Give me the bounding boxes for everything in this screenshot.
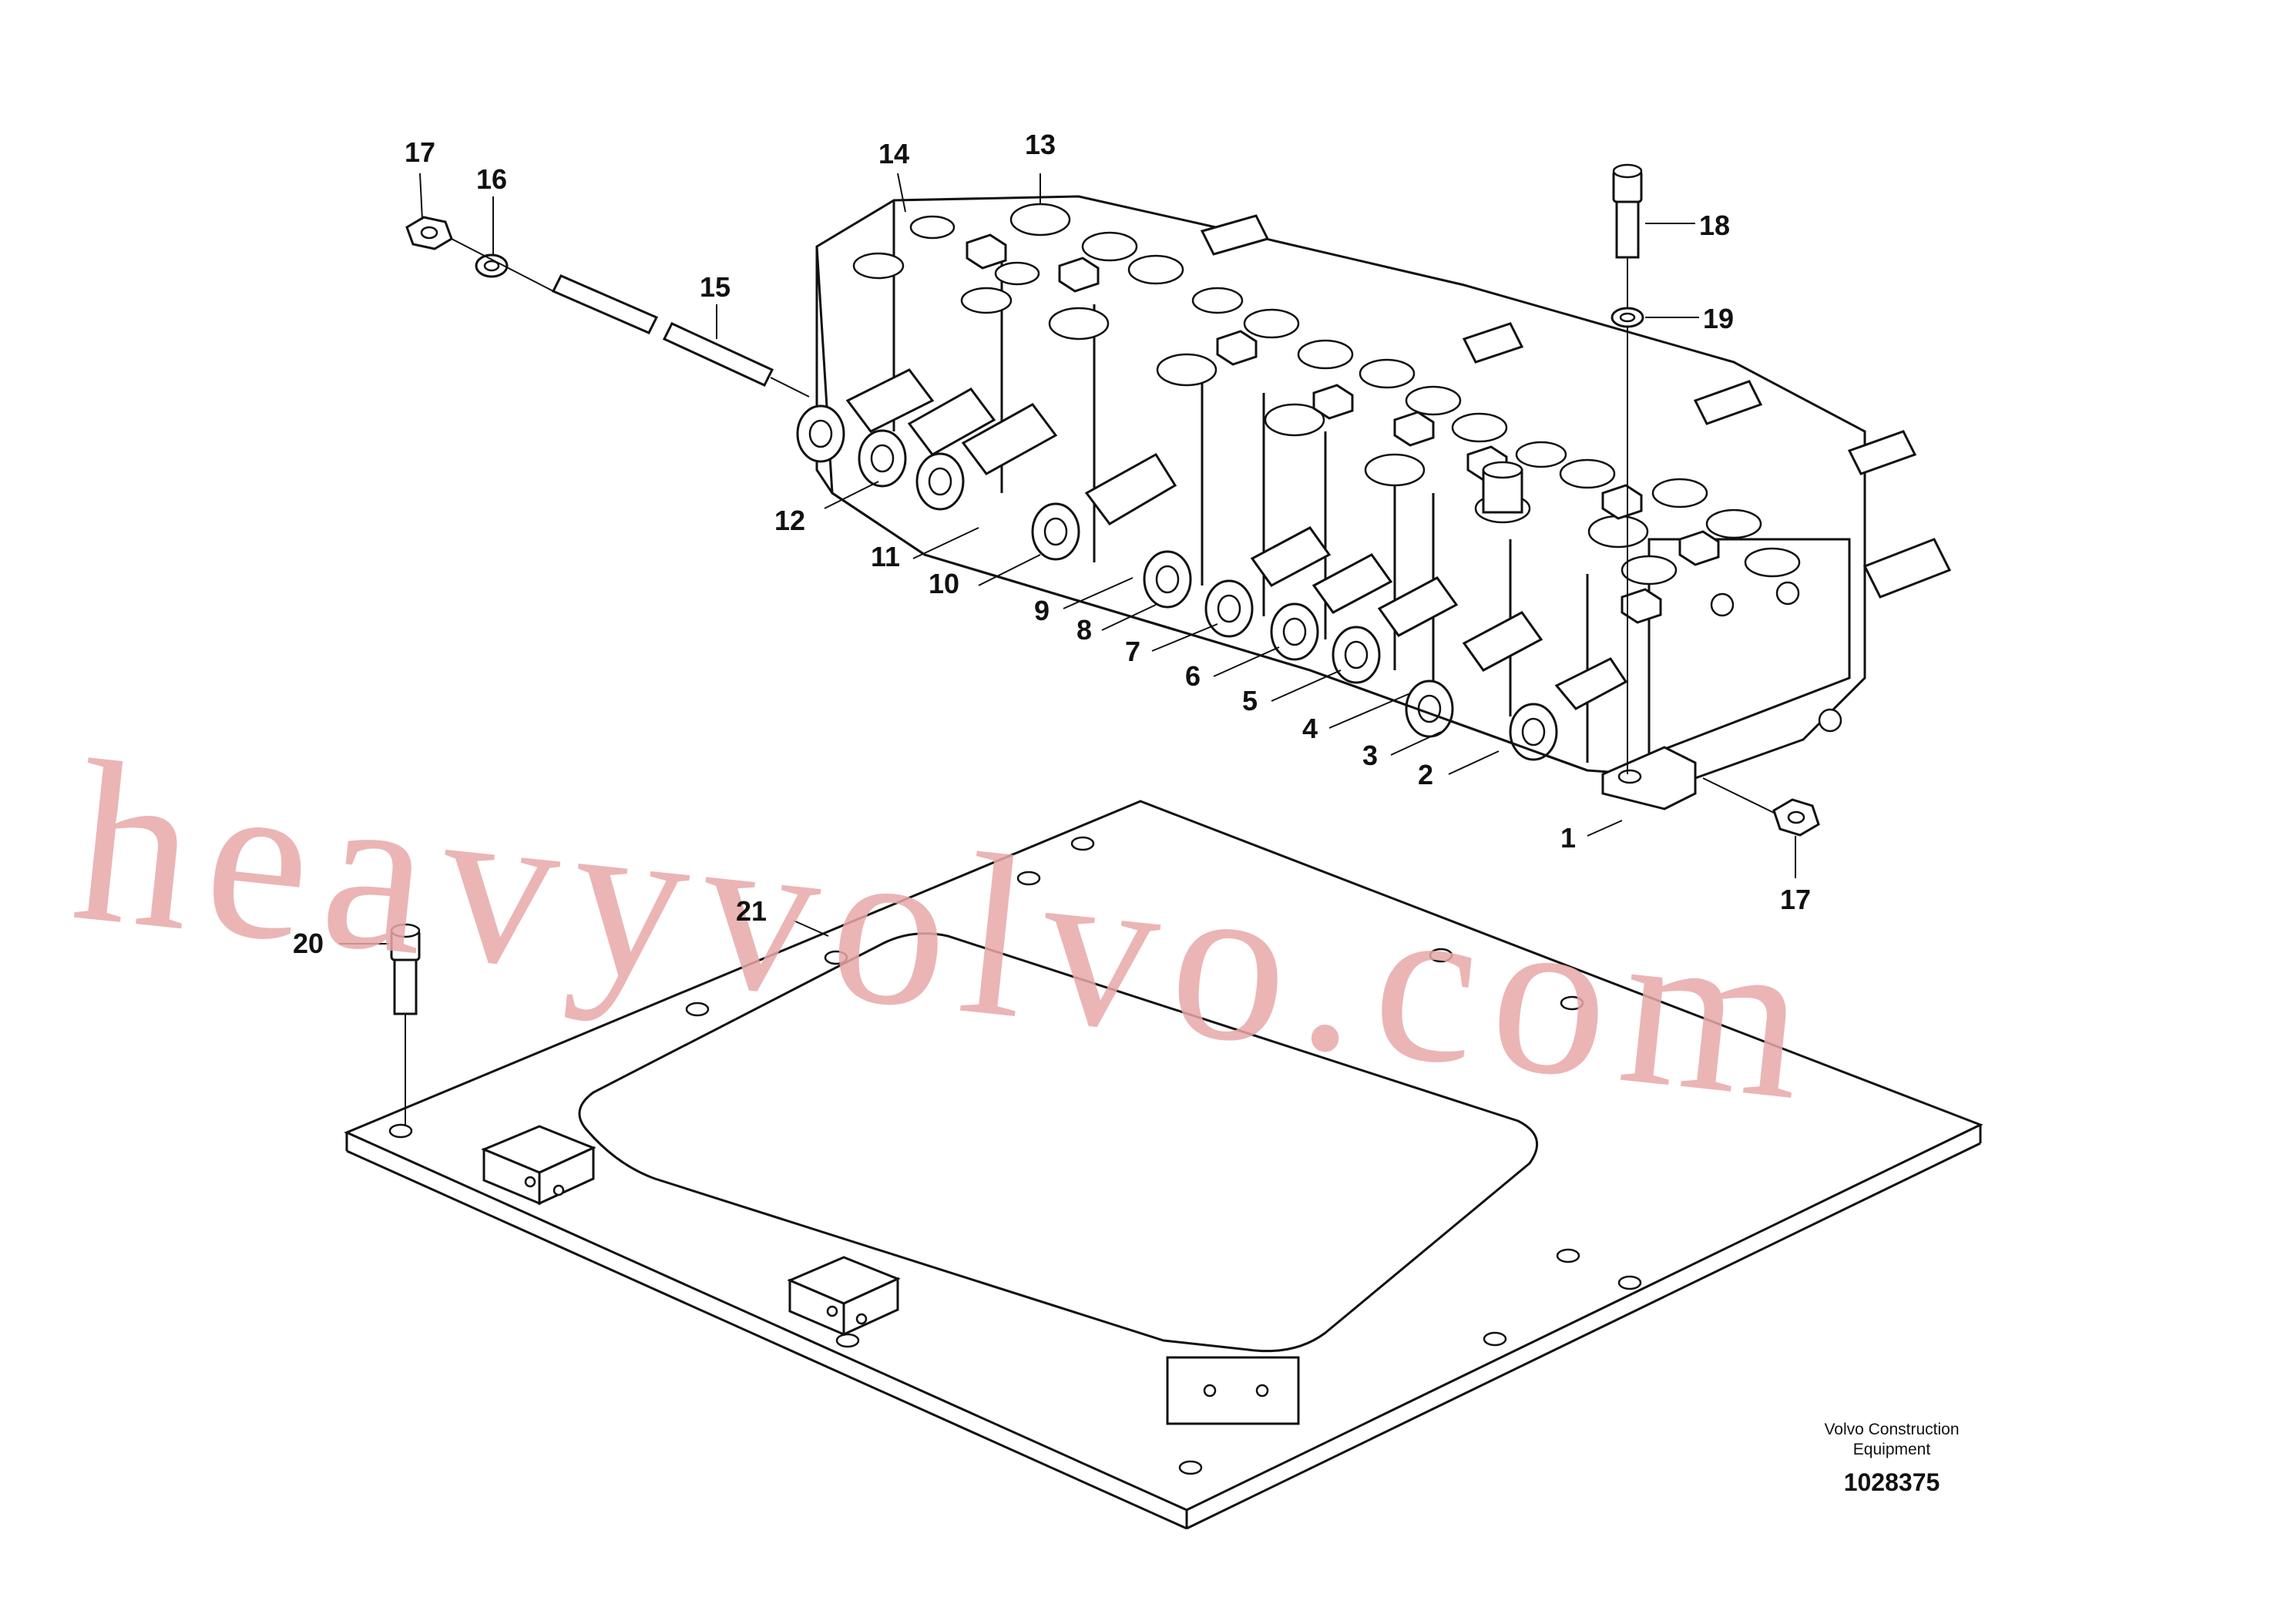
relief-cartridges [845, 214, 1952, 710]
callout-16: 16 [476, 163, 507, 195]
spacer-block [481, 1125, 596, 1206]
callout-14: 14 [878, 138, 909, 169]
callout-10: 10 [929, 568, 959, 599]
callout-12: 12 [774, 505, 805, 536]
spacer-block [1166, 1356, 1300, 1425]
credit-line-2: Equipment [1853, 1441, 1931, 1458]
callout-9: 9 [1034, 595, 1050, 626]
bolt-18 [1612, 163, 1643, 774]
callout-17-bottom: 17 [1780, 884, 1811, 915]
callout-18: 18 [1699, 210, 1730, 241]
spool-caps [796, 404, 1558, 761]
callout-5: 5 [1242, 685, 1258, 716]
document-number: 1028375 [1844, 1468, 1940, 1496]
tie-rods-15 [451, 238, 810, 398]
mounting-plate [344, 800, 1983, 1530]
control-valve-assembly [796, 195, 1952, 810]
callout-15: 15 [700, 271, 731, 303]
callout-6: 6 [1185, 660, 1201, 692]
bolt-20 [390, 923, 421, 1126]
callout-19: 19 [1703, 303, 1734, 334]
credit-line-1: Volvo Construction [1824, 1421, 1959, 1438]
spacer-block [787, 1256, 901, 1337]
callout-11: 11 [871, 541, 900, 572]
callout-labels: 1 2 3 4 5 6 7 8 9 10 11 12 13 14 15 16 1… [293, 129, 1811, 959]
callout-1: 1 [1560, 822, 1576, 854]
callout-17-top: 17 [405, 136, 435, 168]
callout-8: 8 [1076, 614, 1092, 646]
credit-block: Volvo Construction Equipment 1028375 [1824, 1421, 1959, 1496]
hex-plugs [966, 233, 1720, 624]
nut-17-left [405, 216, 453, 250]
callout-13: 13 [1025, 129, 1056, 160]
callout-3: 3 [1362, 740, 1378, 771]
callout-20: 20 [293, 928, 324, 959]
washer-19 [1611, 307, 1644, 328]
nut-17-right [1702, 777, 1820, 837]
callout-4: 4 [1302, 713, 1318, 744]
callout-2: 2 [1418, 759, 1433, 790]
valve-ports [852, 203, 1801, 586]
callout-7: 7 [1125, 636, 1140, 667]
leader-lines [339, 173, 1796, 945]
callout-21: 21 [736, 895, 767, 927]
washer-16 [475, 253, 509, 278]
